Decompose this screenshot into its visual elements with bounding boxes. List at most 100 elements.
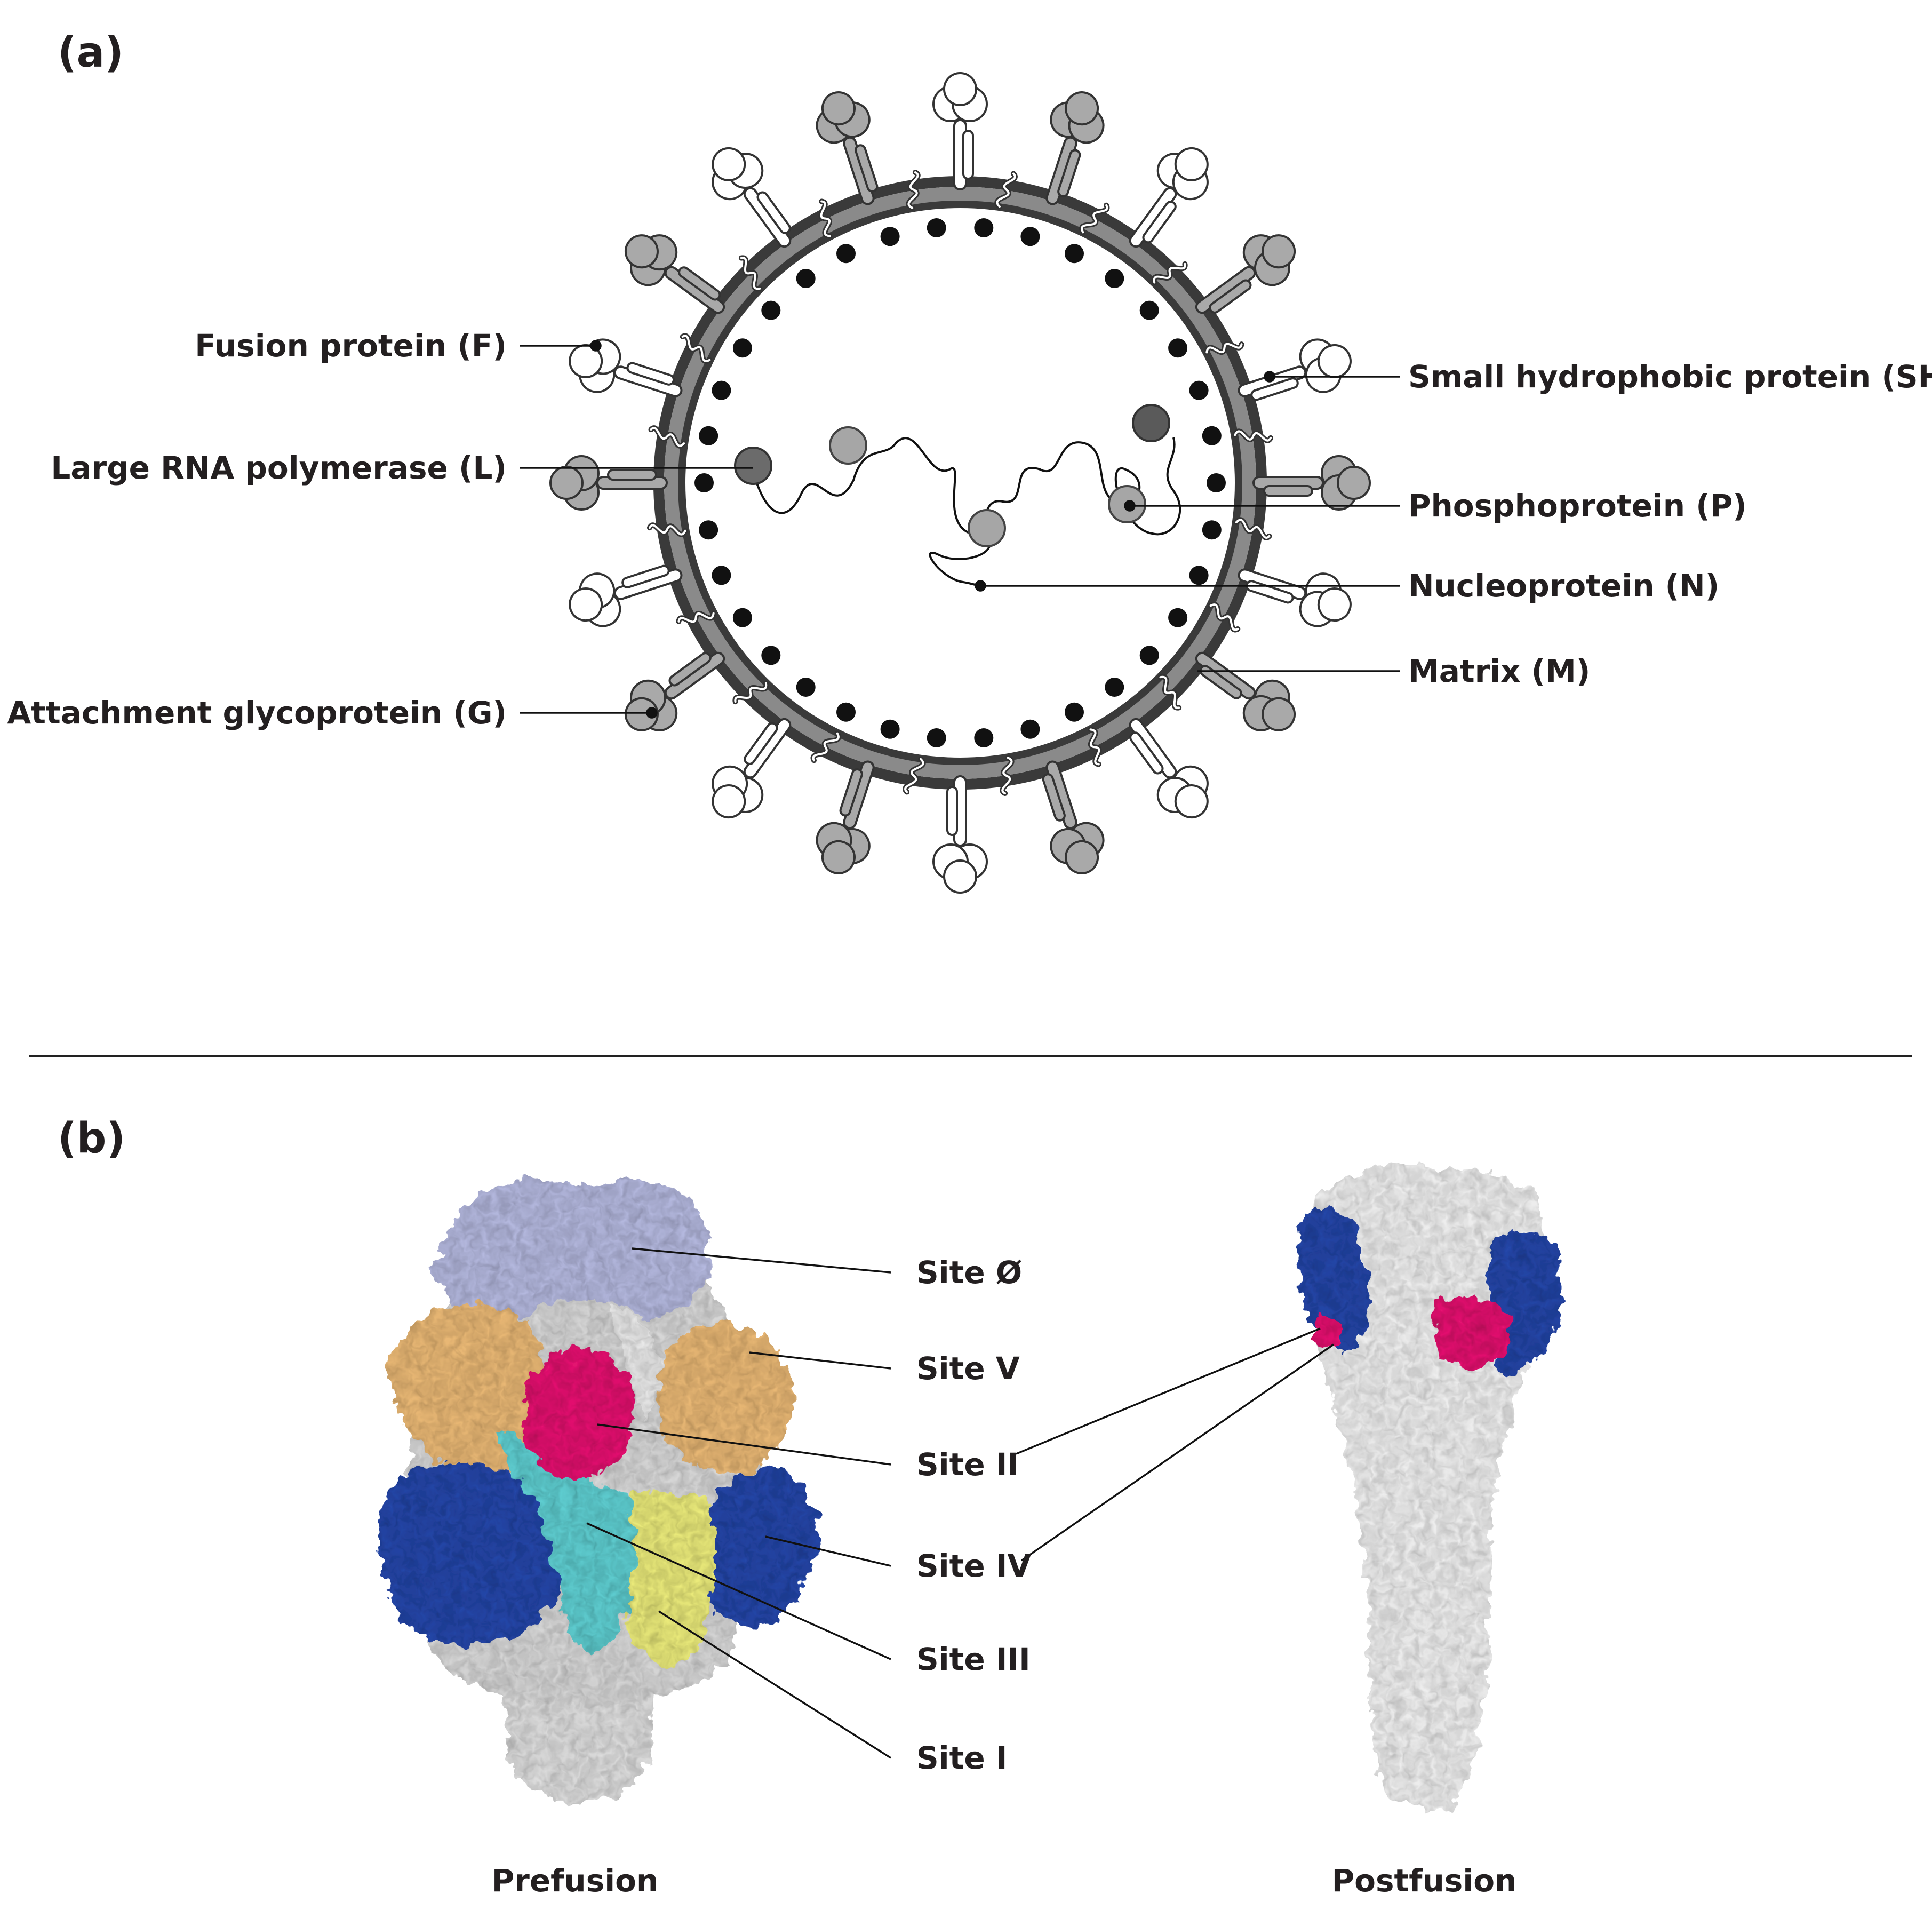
small-hydrophobic-protein-squiggle-core [677, 612, 715, 623]
phosphoprotein-dot-1 [829, 426, 867, 465]
small-hydrophobic-protein-squiggle-core [1081, 204, 1108, 234]
small-hydrophobic-protein-squiggle-core [650, 427, 685, 447]
small-hydrophobic-protein-squiggle-core [996, 172, 1016, 208]
label-site-iii: Site III [916, 1641, 1031, 1677]
site-v-region-right [658, 1323, 795, 1474]
attachment-glycoprotein-spike [1129, 718, 1209, 819]
matrix-dot [699, 520, 718, 540]
fusion-protein-spike [1195, 651, 1296, 731]
fusion-protein-spike [1042, 760, 1105, 874]
matrix-dot [732, 338, 752, 358]
matrix-dot [1105, 678, 1124, 697]
site-iv-region-left [378, 1464, 560, 1644]
matrix-dot [927, 218, 946, 237]
site-0-region [432, 1177, 710, 1318]
matrix-dot [974, 728, 994, 747]
fusion-protein-spike [1252, 455, 1371, 511]
matrix-dot [1105, 269, 1124, 288]
small-hydrophobic-protein-squiggle-core [681, 335, 711, 362]
matrix-dot [1065, 702, 1084, 722]
label-site-0: Site Ø [916, 1254, 1022, 1291]
label-small-hydrophobic-protein: Small hydrophobic protein (SH) [1408, 359, 1932, 395]
site-i-region [623, 1492, 715, 1665]
prefusion-f-structure [378, 1177, 819, 1803]
attachment-glycoprotein-spike [932, 72, 988, 190]
caption-postfusion: Postfusion [1332, 1863, 1517, 1899]
matrix-dot [1065, 244, 1084, 264]
small-hydrophobic-protein-squiggle-core [820, 200, 831, 237]
matrix-dot [1020, 227, 1040, 246]
phosphoprotein-dot-2 [968, 509, 1006, 547]
label-site-i: Site I [916, 1740, 1008, 1776]
surface-glycoproteins [549, 72, 1371, 894]
virion-envelope-inner [678, 201, 1242, 765]
fusion-protein-spike [816, 91, 879, 205]
matrix-dot [712, 380, 731, 400]
attachment-glycoprotein-spike [569, 564, 683, 627]
polymerase-l-dot-2 [1132, 404, 1170, 442]
fusion-protein-spike [624, 651, 725, 731]
matrix-dot [1139, 300, 1159, 320]
matrix-dot [1168, 338, 1188, 358]
matrix-dot [1202, 426, 1222, 445]
attachment-glycoprotein-spike [712, 147, 792, 248]
small-hydrophobic-protein-squiggle-core [812, 732, 840, 762]
matrix-dot [796, 678, 816, 697]
attachment-glycoprotein-spike [569, 338, 683, 397]
matrix-dot [1207, 473, 1226, 492]
small-hydrophobic-protein-squiggle-core [1234, 430, 1272, 442]
small-hydrophobic-protein-squiggle-core [1001, 757, 1013, 795]
rsv-virion-illustration [549, 72, 1371, 894]
panel-b-leader-lines [586, 1247, 1334, 1759]
attachment-glycoprotein-spike [932, 775, 988, 894]
matrix-dot [761, 646, 781, 665]
attachment-glycoprotein-spike [1129, 147, 1209, 248]
small-hydrophobic-protein-squiggle-core [1153, 262, 1186, 284]
site-v-region-left [389, 1302, 540, 1473]
small-hydrophobic-protein-squiggle-core [907, 171, 919, 209]
small-hydrophobic-protein-squiggle-core [740, 257, 761, 290]
virion-envelope-band [664, 187, 1256, 779]
fusion-protein-spike [1195, 234, 1296, 314]
matrix-dot [732, 608, 752, 627]
site-iv-region-right [704, 1469, 819, 1628]
caption-prefusion: Prefusion [492, 1863, 659, 1899]
matrix-dot [836, 702, 856, 722]
label-nucleoprotein: Nucleoprotein (N) [1408, 568, 1719, 604]
matrix-dot [1139, 646, 1159, 665]
fusion-protein-spike [816, 760, 875, 874]
small-hydrophobic-protein-squiggle-core [1235, 519, 1271, 539]
small-hydrophobic-protein-squiggle-core [904, 758, 924, 793]
prefusion-grey-strip [608, 1302, 660, 1419]
matrix-dot [1189, 380, 1209, 400]
matrix-dot [927, 728, 946, 747]
matrix-dot [836, 244, 856, 264]
label-matrix: Matrix (M) [1408, 653, 1590, 689]
matrix-dot [1189, 566, 1209, 585]
label-site-iv: Site IV [916, 1548, 1031, 1584]
matrix-protein-layer [694, 218, 1226, 747]
site-iii-region [496, 1430, 634, 1654]
label-fusion-protein: Fusion protein (F) [195, 328, 507, 364]
matrix-dot [880, 227, 900, 246]
rna-genome-strand-2 [929, 532, 992, 588]
small-hydrophobic-protein-squiggle-core [1089, 728, 1100, 766]
matrix-dot [974, 218, 994, 237]
small-hydrophobic-protein-squiggle-core [1209, 603, 1239, 631]
panel-b-label: (b) [58, 1115, 125, 1163]
small-hydrophobic-protein-squiggle-core [734, 682, 768, 703]
matrix-dot [712, 566, 731, 585]
site-ii-post-right [1434, 1297, 1511, 1368]
fusion-protein-spike [549, 455, 668, 511]
small-hydrophobic-protein-squiggle-core [1159, 675, 1180, 709]
small-hydrophobic-protein-squiggle-core [1205, 343, 1243, 354]
postfusion-f-structure [1297, 1165, 1560, 1810]
small-hydrophobic-protein-squiggle-core [648, 524, 686, 536]
panel-a-leader-lines [520, 340, 1400, 719]
label-attachment-glycoprotein: Attachment glycoprotein (G) [7, 695, 507, 731]
label-site-v: Site V [916, 1350, 1020, 1387]
matrix-dot [761, 300, 781, 320]
fusion-protein-spike [624, 234, 725, 314]
attachment-glycoprotein-spike [712, 718, 792, 819]
matrix-dot [694, 473, 714, 492]
